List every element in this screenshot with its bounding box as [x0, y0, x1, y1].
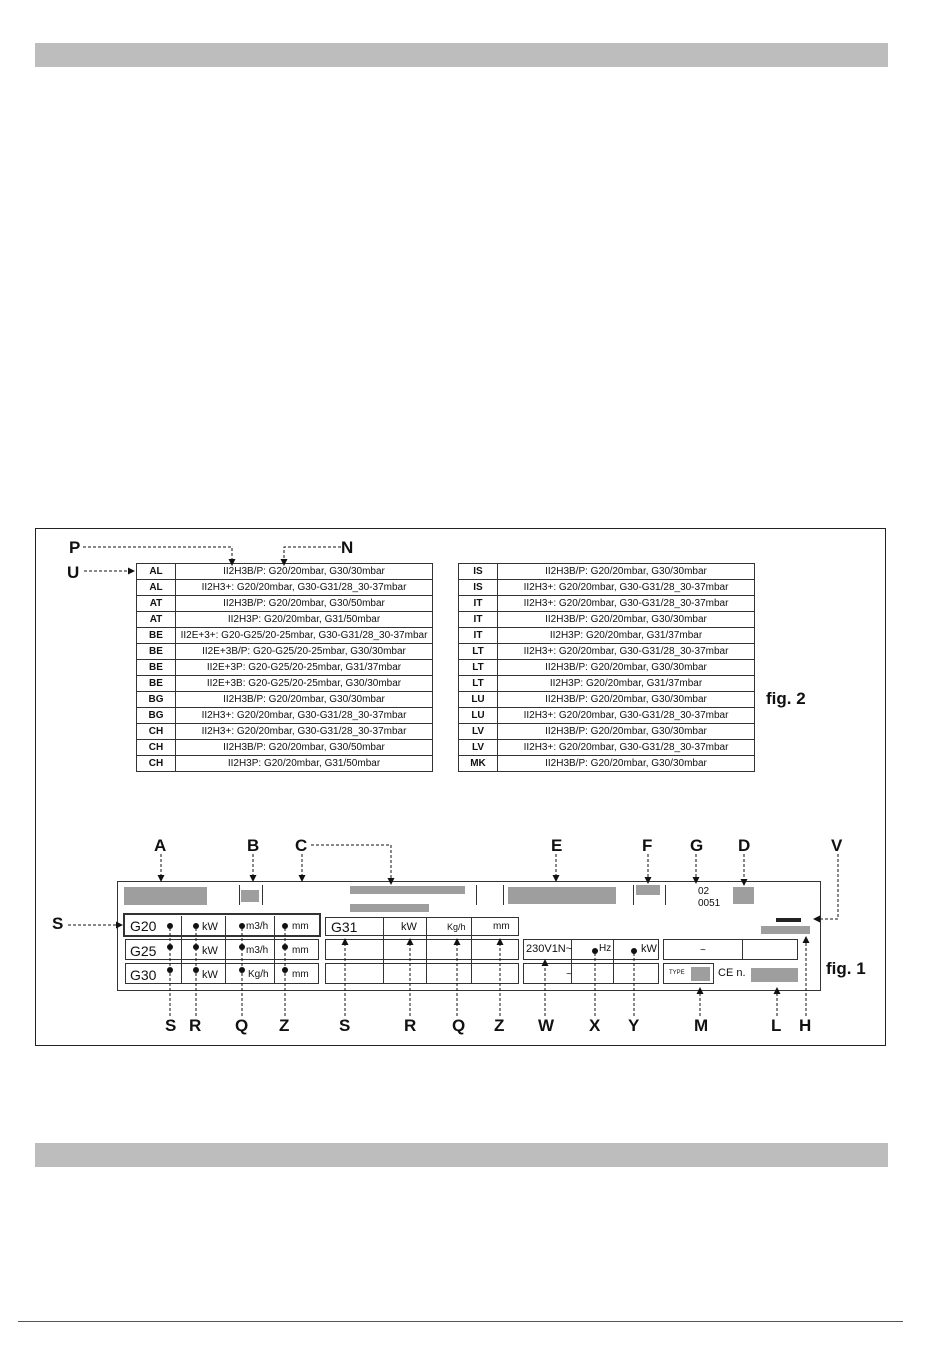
gas-category-cell: II2H3P: G20/20mbar, G31/50mbar	[175, 755, 433, 772]
electrical-row	[523, 939, 659, 960]
callout-v: V	[831, 836, 843, 855]
electrical-tilde: ~	[566, 969, 572, 980]
gas-row-g20	[123, 913, 321, 937]
electrical-voltage: 230V1N~	[526, 943, 573, 955]
section-header-band-top	[35, 43, 888, 67]
callout-r1: R	[189, 1016, 202, 1035]
plate-field-e	[508, 887, 616, 904]
unit-flow-g31: Kg/h	[447, 922, 466, 932]
country-code-cell: MK	[458, 755, 498, 772]
plate-field-m	[691, 967, 710, 981]
plate-field-f	[636, 885, 660, 895]
callout-f: F	[642, 836, 653, 855]
callout-r2: R	[404, 1016, 417, 1035]
callout-a: A	[154, 836, 167, 855]
unit-mm-g20: mm	[292, 921, 309, 932]
unit-flow-g25: m3/h	[246, 945, 269, 956]
right-tilde: ~	[700, 945, 706, 956]
section-header-band-bottom	[35, 1143, 888, 1167]
country-code-cell: CH	[136, 755, 176, 772]
unit-flow-g30: Kg/h	[248, 969, 269, 980]
plate-field-b	[241, 890, 259, 902]
callout-x: X	[589, 1016, 601, 1035]
plate-field-l	[751, 968, 798, 982]
gas-g31-label: G31	[331, 919, 358, 935]
callout-z1: Z	[279, 1016, 290, 1035]
plate-field-v	[776, 918, 801, 922]
unit-kw-g30: kW	[202, 969, 218, 981]
plate-g-value-2: 0051	[698, 898, 721, 909]
callout-c: C	[295, 836, 308, 855]
callout-q2: Q	[452, 1016, 466, 1035]
gas-row-g31-c	[325, 963, 519, 984]
callout-z2: Z	[494, 1016, 505, 1035]
unit-kw-g20: kW	[202, 921, 218, 933]
callout-q1: Q	[235, 1016, 249, 1035]
unit-mm-g31: mm	[493, 921, 510, 932]
callout-m: M	[694, 1016, 709, 1035]
gas-category-cell: II2H3B/P: G20/20mbar, G30/30mbar	[497, 755, 755, 772]
plate-field-d	[733, 887, 754, 904]
plate-field-h	[761, 926, 810, 934]
callout-b: B	[247, 836, 260, 855]
gas-row-g31	[325, 917, 519, 936]
callout-s1: S	[165, 1016, 177, 1035]
gas-g20-label: G20	[130, 918, 157, 934]
callout-d: D	[738, 836, 751, 855]
gas-row-g31-b	[325, 939, 519, 960]
unit-mm-g30: mm	[292, 969, 309, 980]
callout-u: U	[67, 563, 80, 582]
gas-row-g25	[125, 939, 319, 960]
table-cut-mask	[126, 823, 766, 837]
callout-y: Y	[628, 1016, 640, 1035]
footer-rule	[18, 1321, 903, 1322]
plate-g-value-1: 02	[698, 886, 710, 897]
right-row	[663, 939, 798, 960]
callout-h: H	[799, 1016, 812, 1035]
type-box	[663, 963, 714, 984]
gas-row-g30	[125, 963, 319, 984]
plate-field-c	[350, 886, 465, 894]
callout-e: E	[551, 836, 563, 855]
ce-label: CE n.	[718, 967, 746, 979]
rating-plate	[117, 881, 821, 991]
electrical-hz: Hz	[599, 943, 612, 954]
callout-l: L	[771, 1016, 782, 1035]
gas-g25-label: G25	[130, 943, 157, 959]
unit-flow-g20: m3/h	[246, 921, 269, 932]
plate-field-a	[124, 887, 207, 905]
callout-s2: S	[339, 1016, 351, 1035]
type-label: TYPE	[669, 970, 685, 976]
electrical-row-2	[523, 963, 659, 984]
unit-kw-g25: kW	[202, 945, 218, 957]
callout-arrows	[68, 546, 839, 1016]
plate-field-c2	[350, 904, 429, 912]
callout-g: G	[690, 836, 704, 855]
callout-w: W	[538, 1016, 555, 1035]
callout-p: P	[69, 538, 81, 557]
fig2-label: fig. 2	[766, 689, 806, 708]
unit-mm-g25: mm	[292, 945, 309, 956]
callout-s-left: S	[52, 914, 64, 933]
gas-g30-label: G30	[130, 967, 157, 983]
fig1-label: fig. 1	[826, 959, 866, 978]
unit-kw-g31: kW	[401, 921, 417, 933]
callout-n: N	[341, 538, 354, 557]
electrical-kw: kW	[641, 943, 657, 955]
